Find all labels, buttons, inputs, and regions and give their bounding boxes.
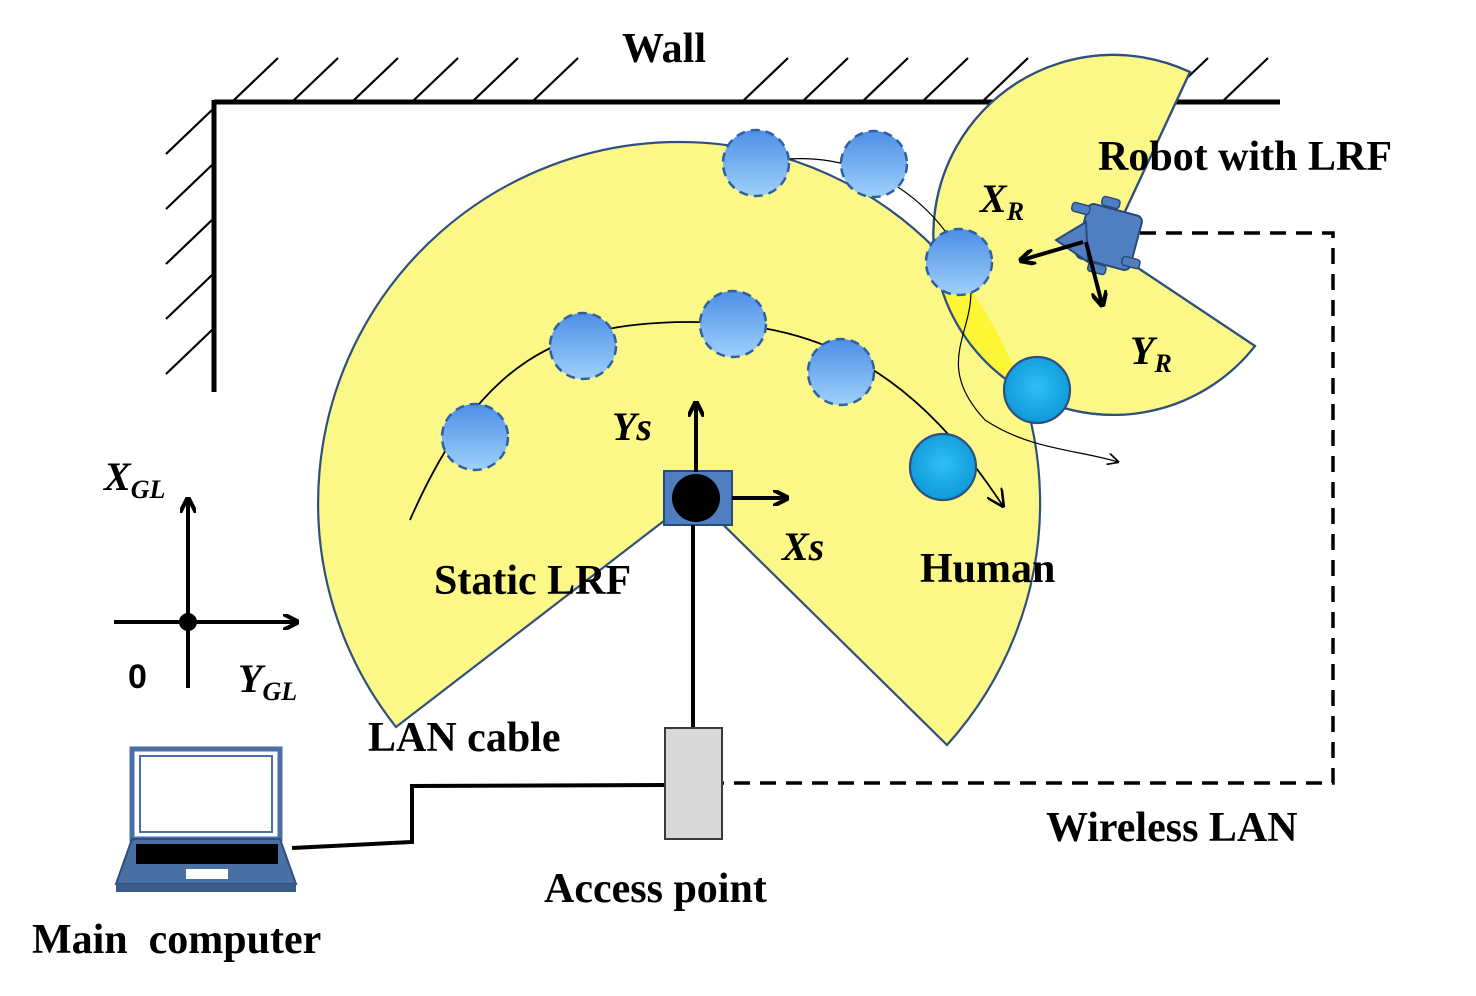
robot-x-axis bbox=[1022, 240, 1084, 260]
human-past-position bbox=[721, 128, 791, 198]
robot-label: Robot with LRF bbox=[1098, 134, 1392, 180]
global-y-label: YGL bbox=[238, 656, 297, 706]
global-origin-label: 0 bbox=[128, 658, 147, 696]
human-trajectory-lower bbox=[409, 321, 1003, 521]
lan-cable-label: LAN cable bbox=[368, 715, 561, 761]
robot-device bbox=[1054, 195, 1143, 276]
main-computer-laptop bbox=[114, 746, 298, 892]
static-lrf-device bbox=[663, 470, 733, 526]
wireless-lan-link bbox=[722, 231, 1335, 785]
access-point-device bbox=[664, 727, 723, 840]
human-label: Human bbox=[920, 546, 1055, 592]
human-past-position bbox=[839, 129, 909, 199]
robot-y-label: YR bbox=[1130, 328, 1172, 378]
global-origin-point bbox=[179, 613, 197, 631]
human-past-position bbox=[698, 289, 768, 359]
wireless-lan-label: Wireless LAN bbox=[1046, 805, 1298, 851]
computer-lan-cable bbox=[291, 783, 665, 850]
human-past-position bbox=[806, 337, 876, 407]
sensor-x-label: Xs bbox=[780, 524, 824, 569]
access-point-label: Access point bbox=[544, 866, 767, 912]
wall-label: Wall bbox=[622, 26, 706, 72]
sensor-y-label: Ys bbox=[612, 404, 652, 449]
static-lrf-label: Static LRF bbox=[434, 558, 631, 604]
human-past-positions bbox=[440, 128, 994, 472]
human-current-position bbox=[1002, 355, 1072, 425]
human-past-position bbox=[440, 402, 510, 472]
static-lrf-scan-area bbox=[317, 140, 1042, 747]
human-current-position bbox=[908, 432, 978, 502]
main-computer-label: Main computer bbox=[32, 917, 321, 963]
global-x-label: XGL bbox=[102, 454, 165, 504]
robot-y-axis bbox=[1084, 241, 1102, 304]
robot-x-label: XR bbox=[978, 176, 1024, 226]
human-past-position bbox=[548, 311, 618, 381]
human-past-position bbox=[924, 227, 994, 297]
